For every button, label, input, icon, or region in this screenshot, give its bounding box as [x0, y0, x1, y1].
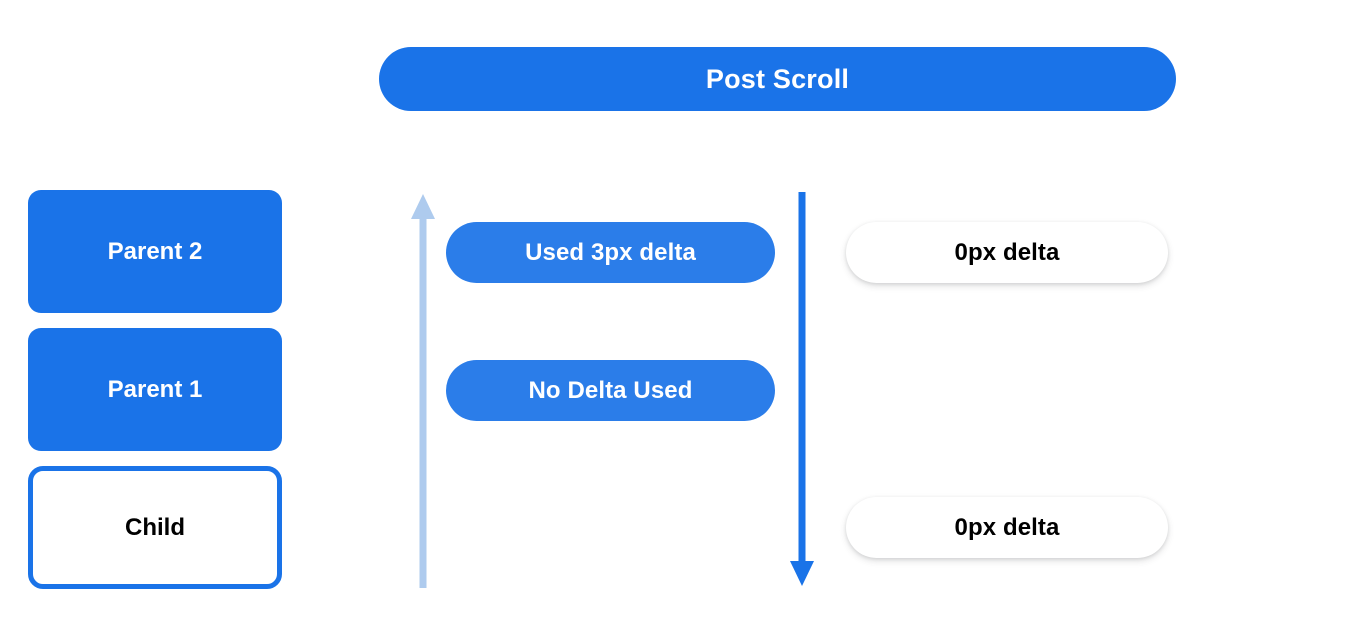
node-parent-1: Parent 1 — [28, 328, 282, 451]
header-title: Post Scroll — [705, 63, 850, 94]
node-child: Child — [28, 466, 282, 589]
node-parent-2-label: Parent 2 — [107, 237, 203, 265]
scroll-direction-up-arrow — [411, 194, 435, 588]
pill-no-delta-used: No Delta Used — [446, 360, 775, 421]
header-banner: Post Scroll — [379, 47, 1176, 111]
node-child-label: Child — [125, 513, 185, 541]
scroll-direction-down-arrow — [790, 192, 814, 586]
pill-zero-delta-bottom: 0px delta — [846, 497, 1168, 558]
pill-used-delta-label: Used 3px delta — [525, 238, 696, 266]
pill-zero-delta-bottom-label: 0px delta — [954, 513, 1060, 541]
node-parent-2: Parent 2 — [28, 190, 282, 313]
pill-used-delta: Used 3px delta — [446, 222, 775, 283]
node-parent-1-label: Parent 1 — [107, 375, 203, 403]
pill-zero-delta-top: 0px delta — [846, 222, 1168, 283]
pill-no-delta-used-label: No Delta Used — [528, 376, 693, 404]
pill-zero-delta-top-label: 0px delta — [954, 238, 1060, 266]
